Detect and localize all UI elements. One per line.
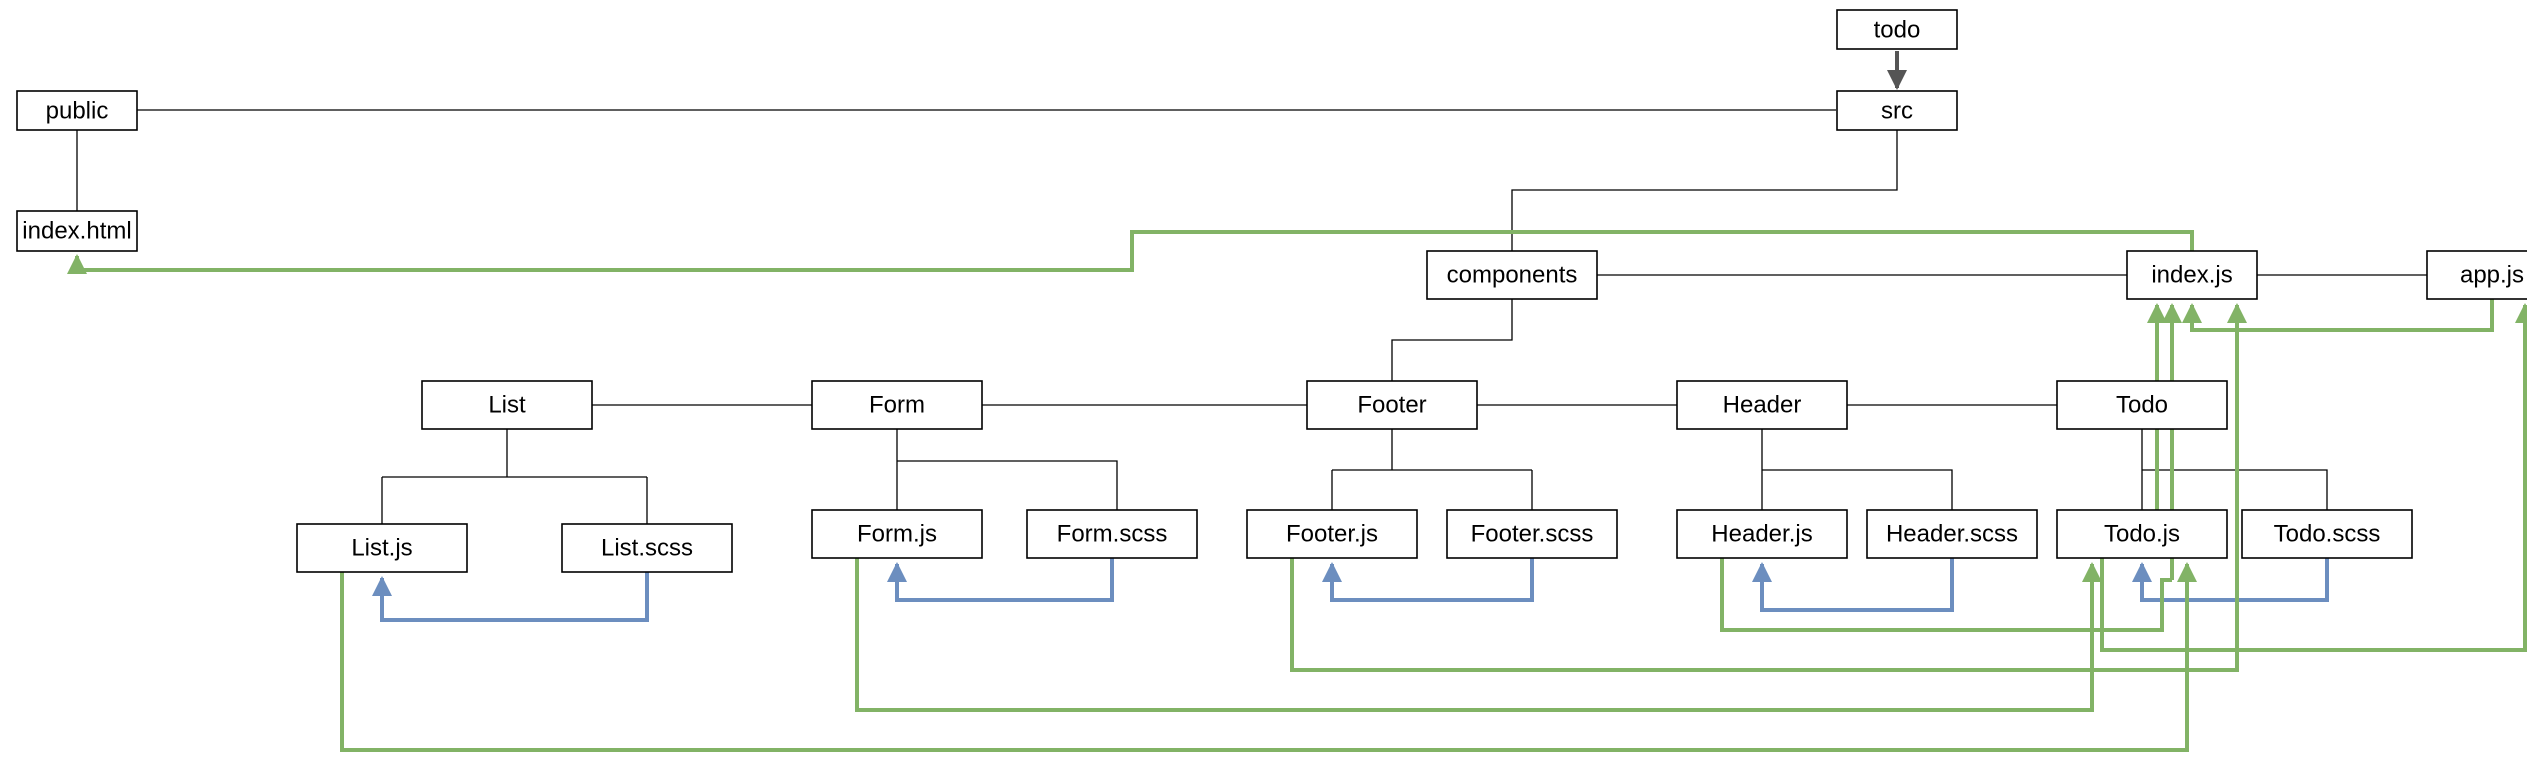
node-box	[811, 509, 983, 559]
node-label: Todo	[2116, 392, 2168, 419]
edge-list-children	[381, 429, 648, 524]
node-label: Todo.scss	[2274, 521, 2381, 548]
node-box	[2426, 250, 2527, 300]
arrow-header-js-to-index-js	[1720, 558, 2172, 632]
node-footer-js[interactable]: Footer.js	[1246, 509, 1418, 559]
node-label: Form.js	[857, 521, 937, 548]
arrow-footer-js-to-index-js	[1290, 303, 2247, 672]
arrow-app-js-to-index-js	[2182, 299, 2494, 332]
edge-components-footer	[1391, 299, 1513, 381]
node-index-html[interactable]: index.html	[16, 210, 138, 252]
node-box	[296, 523, 468, 573]
node-box	[2241, 509, 2413, 559]
node-box	[2056, 380, 2228, 430]
node-label: public	[46, 98, 109, 125]
arrow-list-js-to-todo-js	[340, 562, 2197, 752]
node-label: todo	[1874, 17, 1921, 44]
edge-todo-children	[2141, 429, 2328, 510]
node-app-js[interactable]: app.js	[2426, 250, 2527, 300]
node-label: Form.scss	[1057, 521, 1168, 548]
node-todo-scss[interactable]: Todo.scss	[2241, 509, 2413, 559]
node-header-scss[interactable]: Header.scss	[1866, 509, 2038, 559]
edge-header-children	[1761, 429, 1953, 510]
arrow-footer-scss-to-footer-js	[1322, 558, 1534, 602]
edge-src-components	[1511, 127, 1898, 251]
arrow-form-scss-to-form-js	[887, 558, 1114, 602]
node-box	[16, 210, 138, 252]
node-label: List	[488, 392, 526, 419]
node-form-folder[interactable]: Form	[811, 380, 983, 430]
node-footer-folder[interactable]: Footer	[1306, 380, 1478, 430]
node-list-folder[interactable]: List	[421, 380, 593, 430]
node-label: index.js	[2151, 262, 2232, 289]
node-label: Footer.scss	[1471, 521, 1594, 548]
node-box	[811, 380, 983, 430]
node-footer-scss[interactable]: Footer.scss	[1446, 509, 1618, 559]
node-header-js[interactable]: Header.js	[1676, 509, 1848, 559]
node-label: List.scss	[601, 535, 693, 562]
node-box	[421, 380, 593, 430]
node-box	[1676, 380, 1848, 430]
node-box	[16, 90, 138, 131]
node-box	[561, 523, 733, 573]
node-todo-component-folder[interactable]: Todo	[2056, 380, 2228, 430]
node-label: app.js	[2460, 262, 2524, 289]
edge-form-children	[896, 429, 1118, 510]
nodes: todo src public index.html components in…	[16, 9, 2527, 573]
node-label: components	[1447, 262, 1578, 289]
node-box	[1246, 509, 1418, 559]
node-label: Footer	[1357, 392, 1426, 419]
node-box	[1836, 90, 1958, 131]
node-header-folder[interactable]: Header	[1676, 380, 1848, 430]
tree-edges	[76, 109, 2427, 524]
arrow-header-scss-to-header-js	[1752, 558, 1954, 612]
node-src-folder[interactable]: src	[1836, 90, 1958, 131]
node-label: index.html	[22, 218, 131, 245]
node-box	[1446, 509, 1618, 559]
edge-footer-children	[1331, 429, 1533, 510]
node-box	[1676, 509, 1848, 559]
node-todo-js[interactable]: Todo.js	[2056, 509, 2228, 559]
arrow-list-scss-to-list-js	[372, 572, 649, 622]
node-box	[2056, 509, 2228, 559]
arrow-todo-js-to-app-js	[2100, 303, 2527, 652]
arrow-form-js-to-todo-js	[855, 558, 2102, 712]
node-label: Form	[869, 392, 925, 419]
node-components-folder[interactable]: components	[1426, 250, 1598, 300]
node-box	[1866, 509, 2038, 559]
import-edges	[67, 51, 2527, 752]
node-box	[2126, 250, 2258, 300]
node-todo-folder[interactable]: todo	[1836, 9, 1958, 50]
node-label: List.js	[351, 535, 412, 562]
node-box	[1026, 509, 1198, 559]
node-label: Header	[1723, 392, 1802, 419]
node-label: src	[1881, 98, 1913, 125]
node-box	[1426, 250, 1598, 300]
node-box	[1836, 9, 1958, 50]
node-public-folder[interactable]: public	[16, 90, 138, 131]
node-label: Header.js	[1711, 521, 1812, 548]
node-list-scss[interactable]: List.scss	[561, 523, 733, 573]
node-form-scss[interactable]: Form.scss	[1026, 509, 1198, 559]
node-index-js[interactable]: index.js	[2126, 250, 2258, 300]
arrow-index-js-to-index-html	[67, 230, 2194, 274]
node-label: Footer.js	[1286, 521, 1378, 548]
node-label: Header.scss	[1886, 521, 2018, 548]
node-box	[1306, 380, 1478, 430]
arrow-todo-scss-to-todo-js	[2132, 558, 2329, 602]
node-list-js[interactable]: List.js	[296, 523, 468, 573]
node-form-js[interactable]: Form.js	[811, 509, 983, 559]
node-label: Todo.js	[2104, 521, 2180, 548]
